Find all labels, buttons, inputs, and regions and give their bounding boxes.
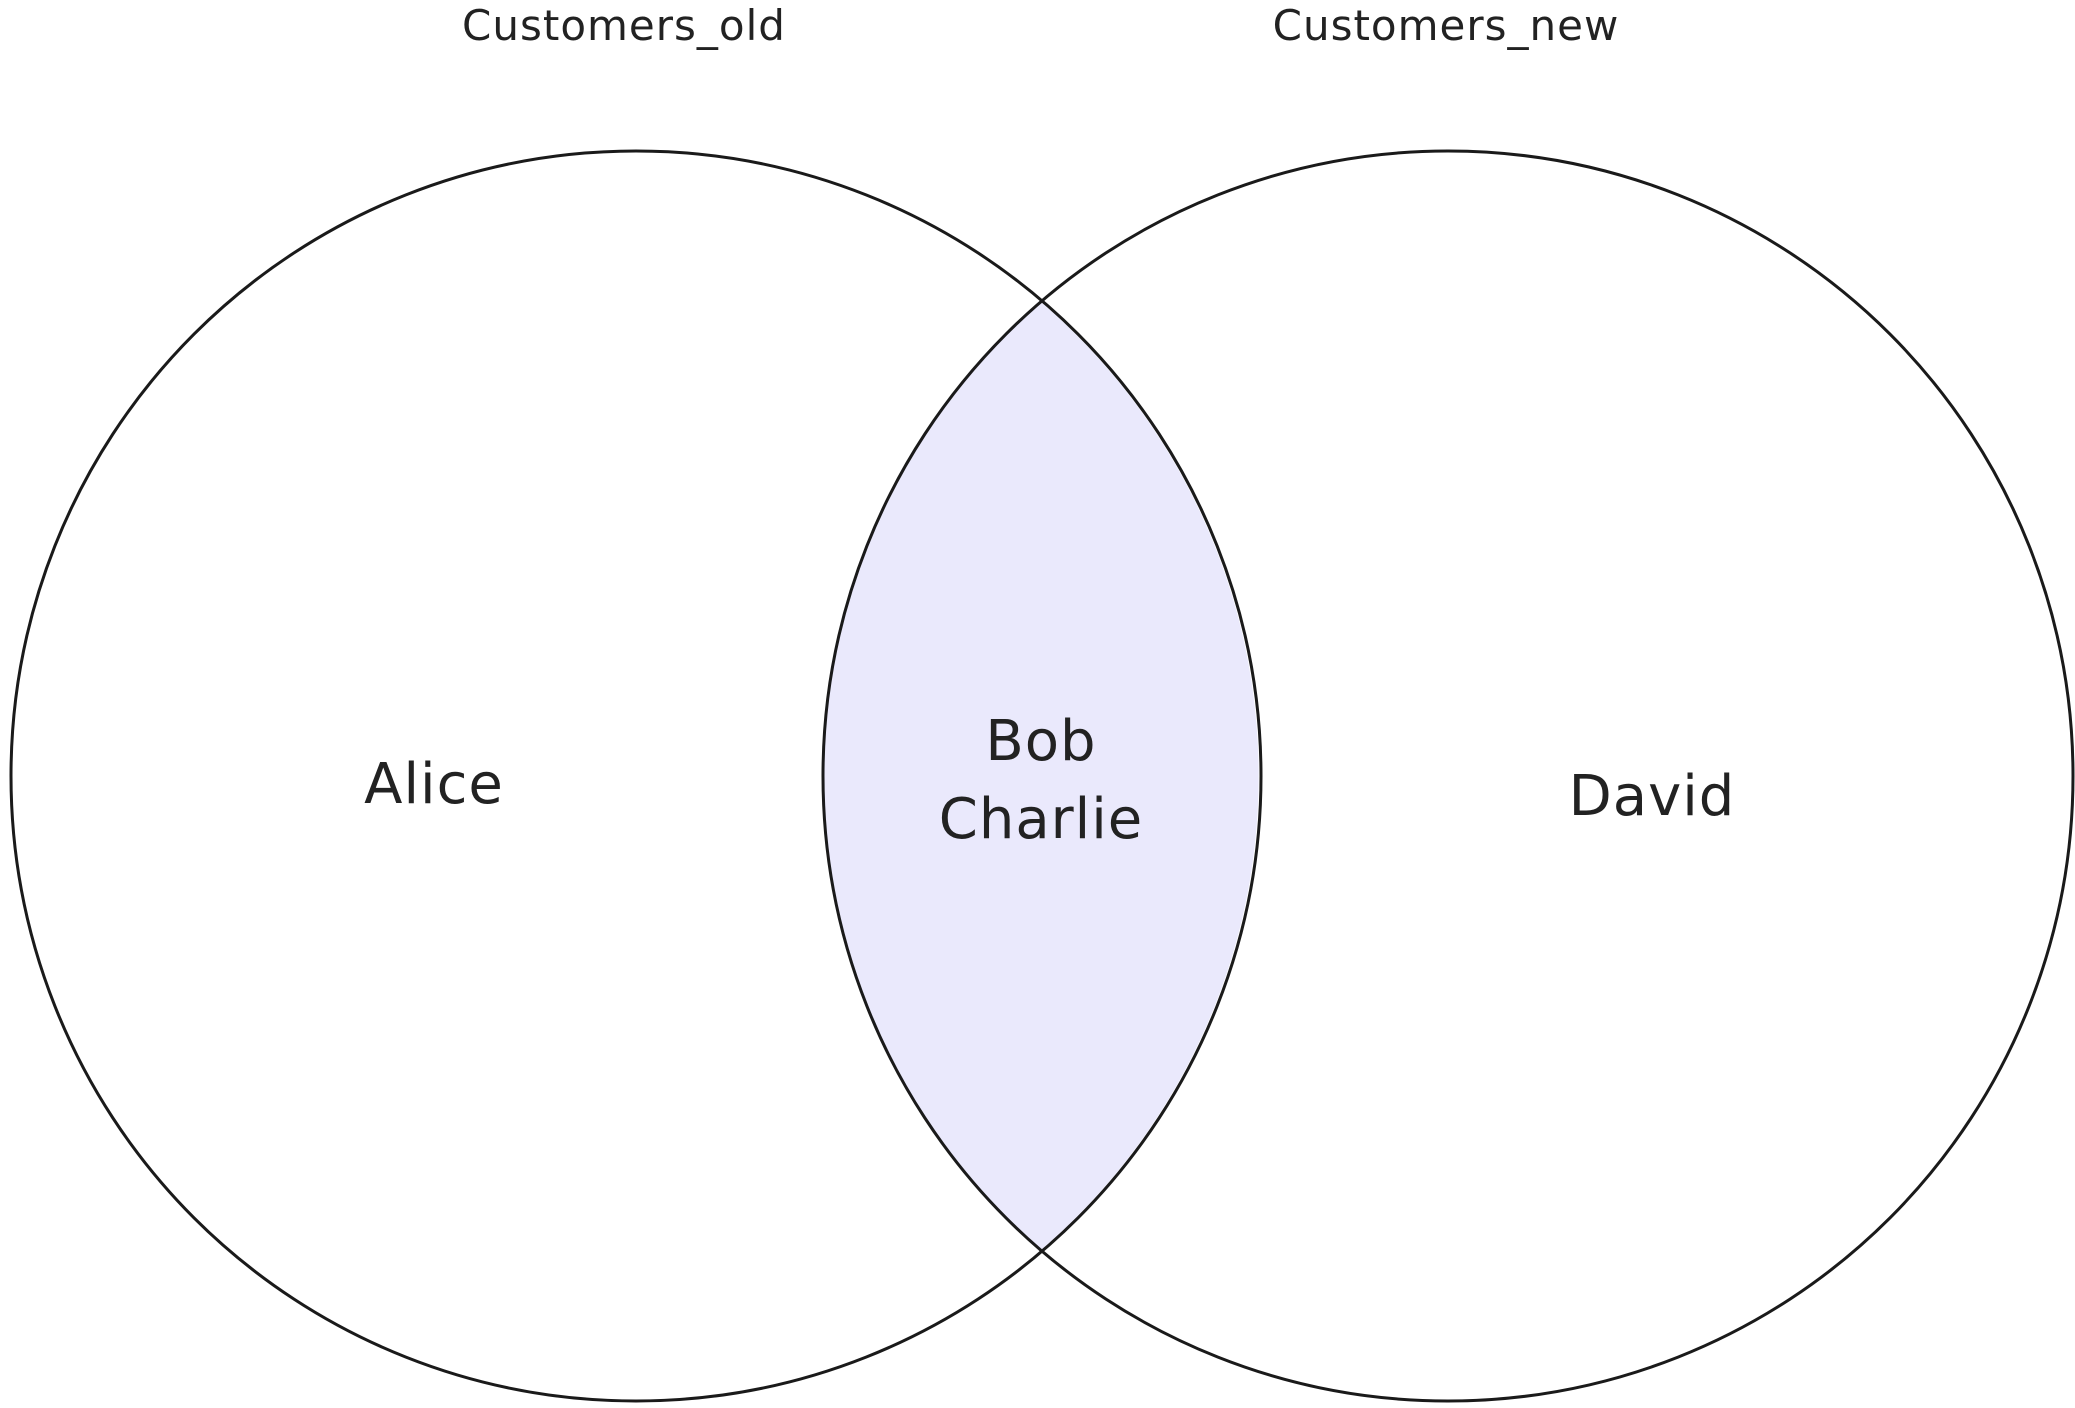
set-circle-customers-new <box>821 149 2075 1403</box>
intersection-region <box>823 302 1259 1250</box>
set-label-customers-old: Customers_old <box>462 1 786 50</box>
member-charlie: Charlie <box>939 787 1144 852</box>
member-bob: Bob <box>985 709 1096 774</box>
member-david: David <box>1569 764 1736 829</box>
set-circle-customers-old <box>9 149 1263 1403</box>
member-alice: Alice <box>364 752 504 817</box>
set-label-customers-new: Customers_new <box>1273 1 1620 50</box>
